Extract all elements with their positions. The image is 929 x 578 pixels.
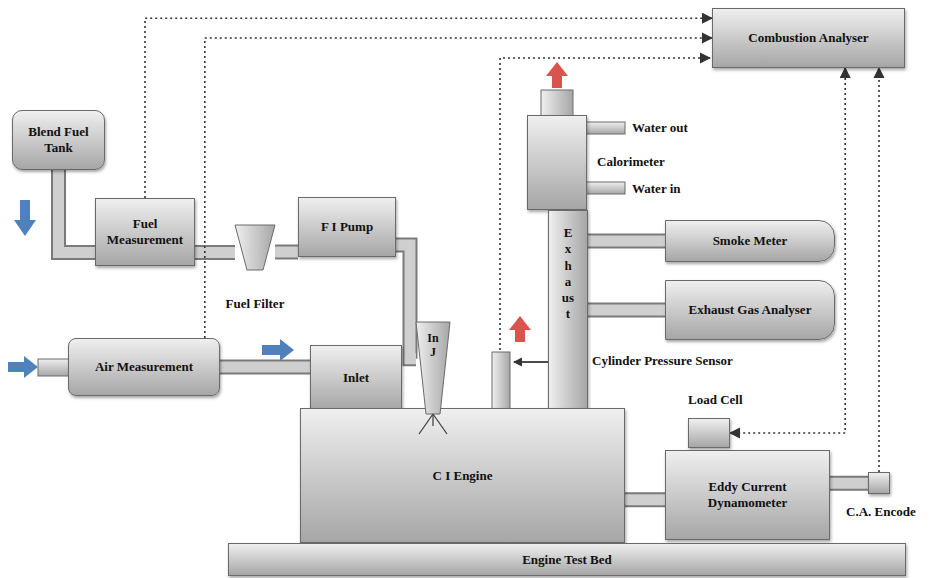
exhaust-pipe: Exhaust <box>548 210 588 410</box>
filter-body <box>235 225 275 270</box>
node-label: Eddy Current Dynamometer <box>669 479 826 510</box>
test-bed: Engine Test Bed <box>228 543 906 576</box>
injector: InJ <box>416 322 450 414</box>
load-cell-body <box>688 418 730 448</box>
signal-line <box>145 18 712 198</box>
node-label: Fuel Measurement <box>99 216 191 247</box>
pipe <box>625 499 665 500</box>
instrument-box: Smoke Meter <box>665 220 835 262</box>
dynamometer-box: Eddy Current Dynamometer <box>665 450 830 540</box>
node-label: C I Engine <box>433 468 493 484</box>
node-label: Load Cell <box>688 392 743 408</box>
node-label: InJ <box>427 332 439 360</box>
calorimeter-body <box>527 115 587 210</box>
node-label: Inlet <box>343 370 369 386</box>
encoder: C.A. Encode <box>846 472 926 524</box>
water-pipe <box>585 122 625 134</box>
air-inlet <box>38 359 70 376</box>
node-label: Engine Test Bed <box>522 552 612 568</box>
process-box: Air Measurement <box>68 338 220 396</box>
node-label: F I Pump <box>321 219 373 235</box>
process-box: Fuel Measurement <box>95 198 195 266</box>
analyser-box: Combustion Analyser <box>712 8 905 68</box>
node-label: Fuel Filter <box>215 296 295 312</box>
flow-arrow <box>14 200 36 236</box>
pipe <box>220 367 310 368</box>
node-label: Combustion Analyser <box>748 30 868 46</box>
pipe <box>275 252 298 253</box>
tank-box: Blend Fuel Tank <box>12 110 105 170</box>
water-label: Water out <box>632 120 688 136</box>
pump-box: F I Pump <box>298 197 396 257</box>
pressure-sensor <box>492 352 510 412</box>
water-label: Water in <box>632 181 681 197</box>
node-label: Calorimeter <box>597 154 665 170</box>
signal-line <box>879 68 880 472</box>
pipe <box>830 483 868 484</box>
node-label: Air Measurement <box>95 359 193 375</box>
flow-arrow <box>262 339 294 361</box>
engine-block: C I Engine <box>300 408 625 543</box>
exhaust-arrow <box>546 62 568 88</box>
node-label: Exhaust <box>562 225 575 323</box>
load-cell: Load Cell <box>688 392 760 448</box>
node-label: Smoke Meter <box>713 233 788 249</box>
pipe <box>396 245 416 359</box>
instrument-box: Exhaust Gas Analyser <box>665 280 835 340</box>
sensor-label: Cylinder Pressure Sensor <box>592 353 733 369</box>
encoder-body <box>868 472 890 494</box>
water-pipe <box>585 182 625 194</box>
filter-symbol: Fuel Filter <box>215 222 295 314</box>
pipe <box>195 252 235 253</box>
exhaust-arrow <box>509 316 531 342</box>
node-label: Blend Fuel Tank <box>16 124 101 155</box>
inlet-box: Inlet <box>310 345 402 410</box>
node-label: C.A. Encode <box>846 504 916 520</box>
signal-line <box>205 38 712 338</box>
flow-arrow <box>8 356 38 378</box>
pipe <box>588 241 665 242</box>
pipe <box>59 170 96 252</box>
node-label: Exhaust Gas Analyser <box>689 302 812 318</box>
pipe <box>588 310 665 311</box>
exhaust-outlet <box>541 90 573 117</box>
